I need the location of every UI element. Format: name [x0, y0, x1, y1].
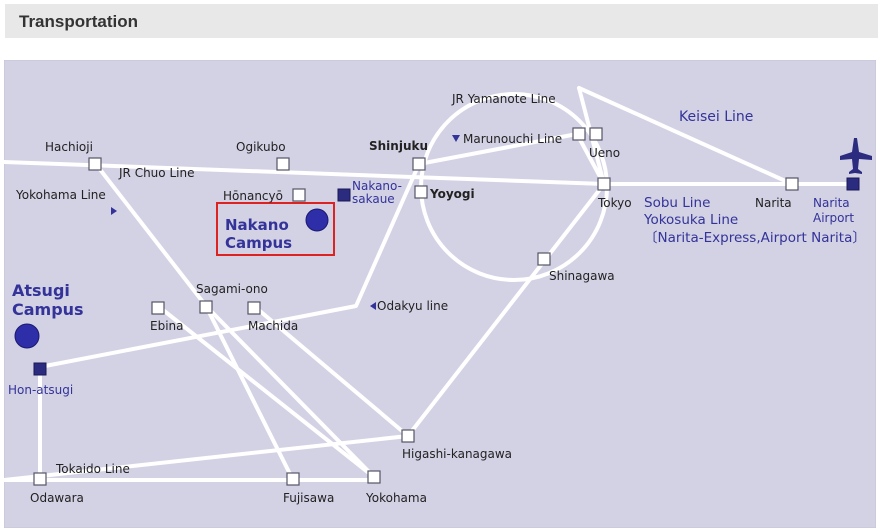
- odakyu-line-label: Odakyu line: [377, 299, 448, 313]
- keisei-line-top: [577, 86, 794, 186]
- nakano-campus-label-2: Campus: [225, 234, 292, 252]
- station-marker-honancho: [292, 188, 306, 202]
- station-label-honancho: Hōnancyō: [223, 189, 283, 203]
- station-marker-sagami-ono: [199, 300, 213, 314]
- station-markers: [33, 127, 860, 486]
- campus-labels: Nakano Campus Atsugi Campus: [12, 216, 292, 319]
- narita-express-label: 〔Narita-Express,Airport Narita〕: [644, 230, 866, 246]
- marunouchi-line-label: Marunouchi Line: [463, 132, 562, 146]
- station-marker-tokyo: [597, 177, 611, 191]
- nakano-campus-highlight-box: [216, 202, 335, 256]
- station-label-narita: Narita: [755, 196, 792, 210]
- station-marker-higashi-kanagawa: [401, 429, 415, 443]
- station-marker-shinagawa: [537, 252, 551, 266]
- station-label-hon-atsugi: Hon-atsugi: [8, 383, 73, 397]
- yokohama-triangle-arrow-icon: [111, 207, 117, 215]
- station-marker-machida: [247, 301, 261, 315]
- nakano-campus-label-1: Nakano: [225, 216, 289, 234]
- station-label-ueno: Ueno: [589, 146, 620, 160]
- station-label-tokyo: Tokyo: [597, 196, 632, 210]
- section-title: Transportation: [19, 12, 139, 31]
- station-marker-yokohama: [367, 470, 381, 484]
- station-label-nakano-sakaue-1: Nakano-: [352, 179, 402, 193]
- station-marker-ueno-b: [589, 127, 603, 141]
- tokaido-line: [4, 434, 410, 482]
- odakyu-triangle-arrow-icon: [370, 302, 376, 310]
- station-label-shinjuku: Shinjuku: [369, 139, 428, 153]
- station-marker-narita: [785, 177, 799, 191]
- yamanote-line-label: JR Yamanote Line: [451, 92, 556, 106]
- station-marker-nakano-sakaue: [337, 188, 351, 202]
- station-label-higashi-kanagawa: Higashi-kanagawa: [402, 447, 512, 461]
- station-label-yoyogi: Yoyogi: [429, 187, 475, 201]
- atsugi-campus-label-1: Atsugi: [12, 281, 70, 300]
- station-label-ebina: Ebina: [150, 319, 184, 333]
- station-label-yokohama: Yokohama: [365, 491, 427, 505]
- station-marker-ogikubo: [276, 157, 290, 171]
- atsugi-campus-label-2: Campus: [12, 300, 84, 319]
- tokaido-line-label: Tokaido Line: [55, 462, 130, 476]
- station-marker-ueno-a: [572, 127, 586, 141]
- station-label-odawara: Odawara: [30, 491, 84, 505]
- station-label-nakano-sakaue-2: sakaue: [352, 192, 395, 206]
- station-marker-hon-atsugi: [33, 362, 47, 376]
- keisei-line-label: Keisei Line: [679, 109, 753, 125]
- sobu-line-label: Sobu Line: [644, 195, 710, 211]
- station-marker-shinjuku: [412, 157, 426, 171]
- ebina-yokohama-line: [156, 304, 376, 479]
- station-label-narita-airport-1: Narita: [813, 196, 850, 210]
- station-label-shinagawa: Shinagawa: [549, 269, 615, 283]
- marunouchi-triangle-arrow-icon: [452, 135, 460, 142]
- yokohama-line-lower: [204, 304, 376, 479]
- station-marker-fujisawa: [286, 472, 300, 486]
- station-label-machida: Machida: [248, 319, 298, 333]
- station-marker-hachioji: [88, 157, 102, 171]
- station-label-narita-airport-2: Airport: [813, 211, 854, 225]
- station-marker-yoyogi: [414, 185, 428, 199]
- station-marker-narita-airport: [846, 177, 860, 191]
- section-header: Transportation: [5, 4, 878, 38]
- atsugi-campus-dot-icon: [14, 323, 40, 349]
- map-background: [4, 60, 876, 528]
- airplane-icon: [840, 138, 872, 174]
- station-labels: Hachioji Ogikubo Shinjuku Ueno Hōnancyō …: [8, 139, 854, 505]
- yokohama-line-label: Yokohama Line: [15, 188, 106, 202]
- station-label-sagami-ono: Sagami-ono: [196, 282, 268, 296]
- chuo-line-label: JR Chuo Line: [118, 166, 194, 180]
- rail-lines: [4, 86, 856, 482]
- transit-map: JR Yamanote Line Marunouchi Line Keisei …: [4, 60, 876, 528]
- yokosuka-line: [406, 182, 606, 438]
- station-label-hachioji: Hachioji: [45, 140, 93, 154]
- line-labels: JR Yamanote Line Marunouchi Line Keisei …: [15, 92, 866, 476]
- yokosuka-line-label: Yokosuka Line: [643, 212, 738, 228]
- station-marker-ebina: [151, 301, 165, 315]
- yokohama-line-upper: [93, 161, 208, 308]
- station-marker-odawara: [33, 472, 47, 486]
- station-label-ogikubo: Ogikubo: [236, 140, 286, 154]
- machida-higashi-line: [252, 304, 410, 438]
- nakano-campus-dot-icon: [305, 208, 329, 232]
- chuo-line: [4, 160, 606, 186]
- station-label-fujisawa: Fujisawa: [283, 491, 334, 505]
